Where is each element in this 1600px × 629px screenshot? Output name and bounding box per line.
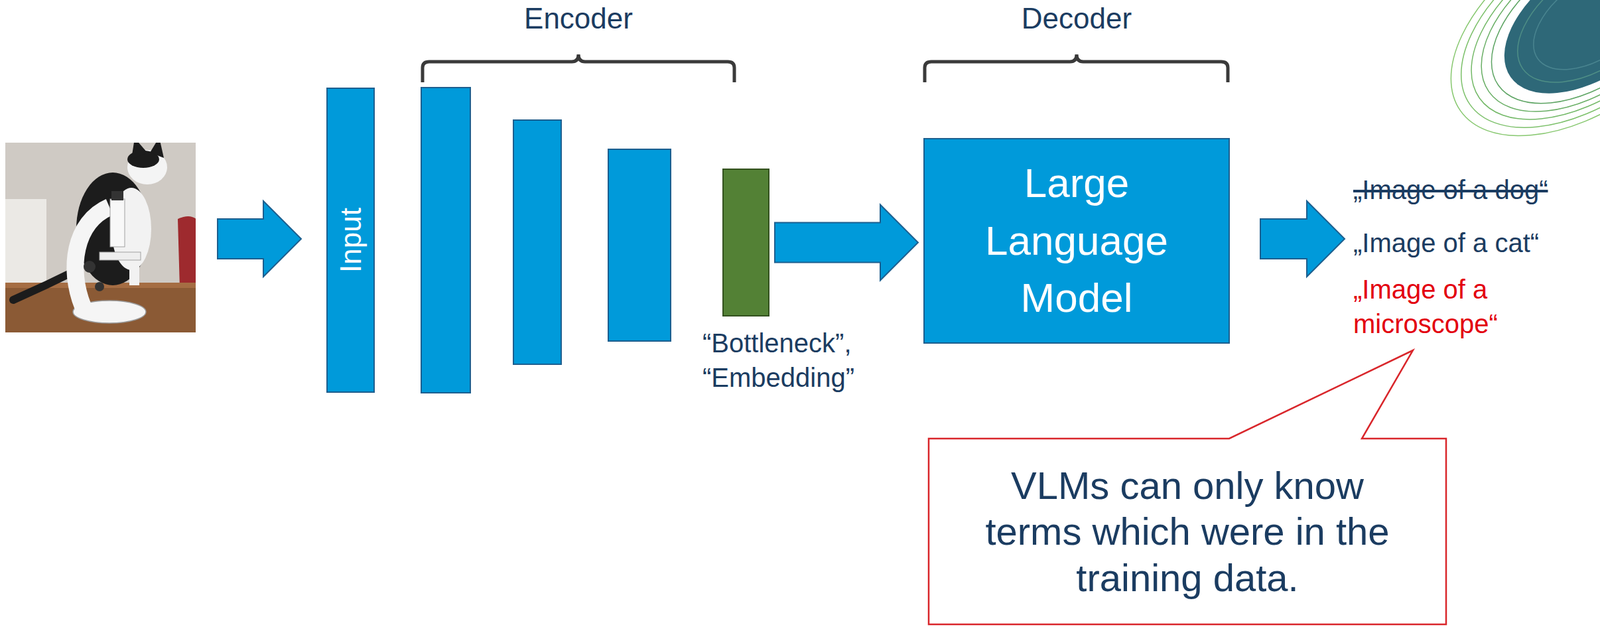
block-arrow xyxy=(774,204,919,281)
decoration-line xyxy=(1462,0,1600,137)
corner-decoration xyxy=(1410,0,1600,182)
decoration-blob xyxy=(1477,0,1600,124)
llm-box: Large Language Model xyxy=(923,137,1230,344)
bottleneck-layer: “Bottleneck”, “Embedding” xyxy=(722,168,770,317)
microscope-eyepiece xyxy=(111,191,124,201)
section-label: Encoder xyxy=(524,1,633,37)
curly-bracket xyxy=(422,54,735,83)
block-arrow xyxy=(217,200,302,277)
microscope-knob xyxy=(83,260,96,273)
cat-ear xyxy=(149,142,164,158)
output-caption: „Image of a cat“ xyxy=(1353,226,1539,259)
encoder-layer xyxy=(513,120,562,365)
microscope-knob xyxy=(94,281,105,292)
callout-box: VLMs can only know terms which were in t… xyxy=(928,438,1447,625)
decoration-line xyxy=(1449,0,1600,148)
layer-caption: “Bottleneck”, “Embedding” xyxy=(702,325,855,395)
photo-wall xyxy=(5,142,196,333)
input-layer: Input xyxy=(326,87,375,393)
decoration-line xyxy=(1436,0,1600,159)
cat-ear xyxy=(131,142,148,160)
cat-photo xyxy=(5,142,196,333)
curly-bracket xyxy=(924,54,1228,83)
decoration-line xyxy=(1423,0,1600,170)
decoration-line xyxy=(1515,0,1600,91)
callout-outline-path xyxy=(928,350,1447,625)
node-text: VLMs can only know terms which were in t… xyxy=(978,462,1397,601)
photo-sofa xyxy=(5,199,47,292)
decoration-line xyxy=(1410,0,1600,182)
block-arrow xyxy=(1260,200,1345,277)
section-label: Decoder xyxy=(1021,1,1132,37)
node-text: Input xyxy=(336,207,366,273)
node-text: Large Language Model xyxy=(985,154,1169,328)
microscope-tube xyxy=(110,199,125,247)
decoration-line xyxy=(1495,0,1600,109)
encoder-layer xyxy=(608,149,671,341)
output-caption: „Image of a dog“ xyxy=(1353,173,1549,206)
encoder-layer xyxy=(421,87,471,393)
microscope-stage xyxy=(99,252,141,261)
output-caption: „Image of a microscope“ xyxy=(1353,271,1579,341)
